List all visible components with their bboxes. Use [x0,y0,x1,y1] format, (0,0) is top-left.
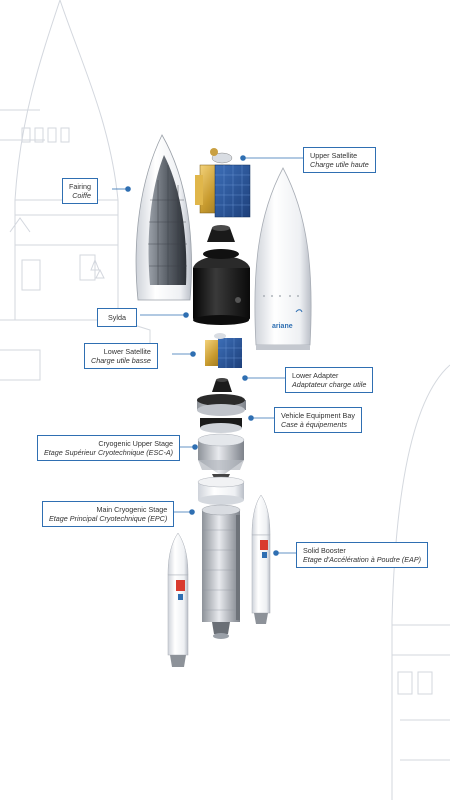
callout-vehicle-equipment-bay: Vehicle Equipment Bay Case à équipements [274,407,362,433]
callout-upper-satellite: Upper Satellite Charge utile haute [303,147,376,173]
upper-satellite [195,148,251,218]
callout-cryogenic-upper-stage-fr: Etage Supérieur Cryotechnique (ESC-A) [44,448,174,457]
callout-cryogenic-upper-stage-en: Cryogenic Upper Stage [98,439,174,448]
callout-sylda: Sylda [97,308,137,327]
main-cryogenic-stage [201,504,241,639]
callout-leaders [112,155,303,556]
vehicle-equipment-bay [197,394,246,433]
callout-lower-adapter-en: Lower Adapter [292,371,339,380]
upper-adapter [207,225,235,242]
callout-solid-booster-fr: Etage d'Accélération à Poudre (EAP) [303,555,422,564]
callout-lower-adapter: Lower Adapter Adaptateur charge utile [285,367,374,393]
background-sketch-left [0,0,151,381]
solid-booster-right [251,494,271,624]
fairing-half [135,134,192,301]
callout-cryogenic-upper-stage: Cryogenic Upper Stage Etage Supérieur Cr… [37,435,181,461]
background-sketch-right [391,364,450,800]
callout-lower-satellite: Lower Satellite Charge utile basse [84,343,158,369]
callout-upper-satellite-fr: Charge utile haute [310,160,369,169]
callout-fairing: Fairing Coiffe [62,178,98,204]
callout-solid-booster-en: Solid Booster [303,546,346,555]
sylda [193,249,250,325]
lower-adapter [212,378,232,392]
callout-sylda-en: Sylda [108,313,126,322]
callout-upper-satellite-en: Upper Satellite [310,151,358,160]
cryogenic-upper-stage [197,433,245,505]
callout-vehicle-equipment-bay-fr: Case à équipements [281,420,347,429]
callout-fairing-fr: Coiffe [72,191,91,200]
solid-booster-left [167,532,189,667]
callout-main-cryogenic-stage-en: Main Cryogenic Stage [96,505,168,514]
callout-main-cryogenic-stage-fr: Etage Principal Cryotechnique (EPC) [49,514,168,523]
fairing-logo-text: ariane [272,323,293,330]
callout-solid-booster: Solid Booster Etage d'Accélération à Pou… [296,542,429,568]
lower-satellite [205,333,242,368]
callout-main-cryogenic-stage: Main Cryogenic Stage Etage Principal Cry… [42,501,175,527]
callout-lower-satellite-en: Lower Satellite [103,347,151,356]
callout-lower-satellite-fr: Charge utile basse [91,356,151,365]
callout-vehicle-equipment-bay-en: Vehicle Equipment Bay [281,411,355,420]
callout-fairing-en: Fairing [69,182,91,191]
callout-lower-adapter-fr: Adaptateur charge utile [292,380,367,389]
fairing-closed: ariane [254,167,312,350]
